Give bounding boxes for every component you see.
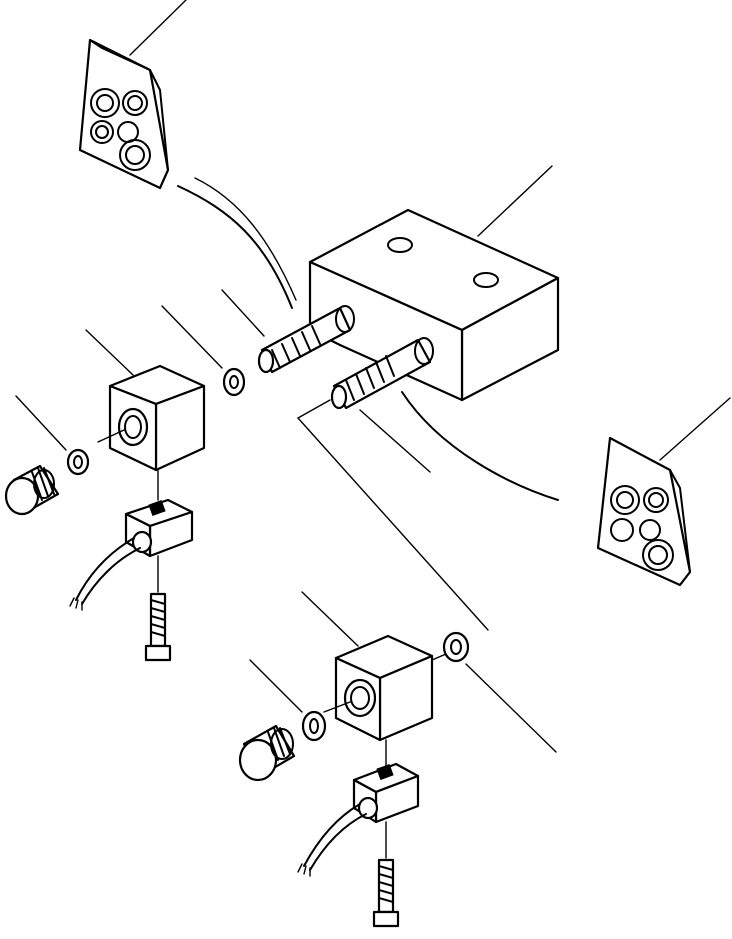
o-ring-upper: [161, 305, 246, 397]
solenoid-coil-lower: [301, 591, 447, 742]
connector-upper: [69, 469, 194, 611]
solenoid-coil-upper: [85, 329, 206, 472]
seal-kit-bag-top-left: [78, 0, 187, 190]
leader-line: [249, 659, 303, 713]
seal-kit-bag-right: [596, 397, 731, 587]
o-ring-lower-left: [249, 659, 327, 742]
solenoid-stem-lower: [297, 337, 489, 631]
leader-line: [297, 417, 489, 631]
o-ring-lower-right: [442, 631, 557, 753]
leader-line: [301, 591, 359, 647]
leader-line: [465, 663, 557, 753]
wire-curve-right: [401, 391, 559, 501]
connector-lower: [297, 739, 420, 877]
valve-block: [308, 165, 560, 501]
leader-line: [15, 395, 67, 451]
leader-line: [161, 305, 223, 369]
lock-nut-upper: [4, 464, 60, 516]
bolt-upper: [144, 555, 172, 662]
bolt-lower: [372, 821, 400, 928]
leader-line: [129, 0, 187, 56]
leader-line: [85, 329, 134, 376]
wire-curve-2: [194, 177, 297, 301]
leader-line: [297, 399, 331, 419]
lock-nut-lower: [238, 724, 296, 782]
wire-curve: [177, 185, 293, 309]
leader-line: [221, 289, 265, 337]
o-ring-left: [15, 395, 90, 476]
leader-line: [359, 409, 431, 473]
solenoid-stem-upper: [221, 289, 355, 374]
leader-line: [659, 397, 731, 461]
leader-line: [477, 165, 553, 237]
